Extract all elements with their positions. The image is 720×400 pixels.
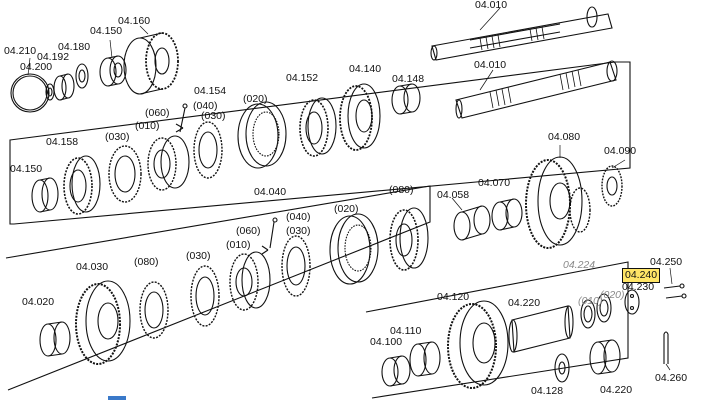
part-label-010-upper[interactable]: (010) [135, 120, 160, 132]
part-label-04-058[interactable]: 04.058 [437, 189, 470, 201]
gear-080-lower[interactable] [389, 207, 429, 271]
part-label-04-220-bottom[interactable]: 04.220 [600, 384, 633, 396]
ring-010-bottom[interactable] [580, 299, 596, 329]
main-shaft-lower[interactable] [455, 60, 618, 119]
leader-lines [27, 7, 673, 371]
needle-bearing-04-110[interactable] [409, 341, 441, 377]
part-label-04-250[interactable]: 04.250 [650, 256, 683, 268]
spring-060-lower[interactable] [261, 245, 269, 255]
bearing-04-192[interactable] [53, 73, 75, 101]
part-label-04-090[interactable]: 04.090 [604, 145, 637, 157]
part-label-04-148[interactable]: 04.148 [392, 73, 425, 85]
window-tab-indicator [108, 396, 126, 400]
part-label-04-020[interactable]: 04.020 [22, 296, 55, 308]
part-label-04-154[interactable]: 04.154 [194, 85, 227, 97]
part-label-04-150-top[interactable]: 04.150 [90, 25, 123, 37]
sync-ring-030-upper-b[interactable] [193, 121, 223, 179]
shaft-04-220[interactable] [508, 305, 574, 353]
gear-04-030[interactable] [75, 280, 131, 365]
part-label-04-200[interactable]: 04.200 [20, 61, 53, 73]
part-label-04-180[interactable]: 04.180 [58, 41, 91, 53]
gear-04-160[interactable] [123, 32, 179, 95]
part-label-040-lower[interactable]: (040) [286, 211, 311, 223]
bearing-04-150-top[interactable] [99, 55, 127, 87]
bearing-04-220-bottom[interactable] [589, 339, 621, 375]
part-label-04-110[interactable]: 04.110 [390, 325, 422, 337]
main-shaft-upper[interactable] [430, 6, 613, 61]
needle-bearing-04-070[interactable] [491, 198, 523, 231]
part-label-030-upper-b[interactable]: (030) [201, 110, 226, 122]
part-label-04-160[interactable]: 04.160 [118, 15, 151, 27]
pin-040-upper[interactable] [179, 103, 188, 133]
part-label-04-230[interactable]: 04.230 [622, 281, 655, 293]
bottom-band-outline [365, 261, 629, 399]
part-label-060-lower[interactable]: (060) [236, 225, 261, 237]
part-label-04-030[interactable]: 04.030 [76, 261, 109, 273]
washer-04-128[interactable] [554, 353, 570, 383]
part-label-020-lower[interactable]: (020) [334, 203, 359, 215]
gear-04-152[interactable] [299, 97, 337, 157]
part-label-010-lower[interactable]: (010) [226, 239, 251, 251]
part-label-04-120[interactable]: 04.120 [437, 291, 470, 303]
part-label-04-224[interactable]: 04.224 [563, 259, 596, 271]
needle-bearing-04-020[interactable] [39, 321, 71, 357]
part-label-030-upper[interactable]: (030) [105, 131, 130, 143]
part-label-04-080[interactable]: 04.080 [548, 131, 581, 143]
hub-010-lower[interactable] [229, 251, 271, 311]
part-label-04-140[interactable]: 04.140 [349, 63, 382, 75]
part-label-04-150-left[interactable]: 04.150 [10, 163, 43, 175]
part-label-010-bottom[interactable]: (010) [578, 295, 603, 307]
part-label-080-lower[interactable]: (080) [134, 256, 159, 268]
sync-ring-030-upper[interactable] [108, 145, 142, 203]
gear-04-090[interactable] [601, 165, 623, 207]
clip-04-260[interactable] [663, 331, 669, 364]
sync-ring-030-lower[interactable] [190, 265, 220, 327]
part-label-04-010-mid[interactable]: 04.010 [474, 59, 507, 71]
part-label-04-158[interactable]: 04.158 [46, 136, 79, 148]
gear-04-158[interactable] [63, 155, 101, 215]
snap-ring-04-210[interactable] [10, 73, 50, 113]
bearing-04-150-left[interactable] [31, 177, 59, 213]
part-label-04-070[interactable]: 04.070 [478, 177, 511, 189]
part-label-030-lower[interactable]: (030) [186, 250, 211, 262]
spring-060-upper[interactable] [175, 123, 184, 133]
part-label-04-100[interactable]: 04.100 [370, 336, 403, 348]
part-label-020-upper[interactable]: (020) [243, 93, 268, 105]
part-label-04-010-top[interactable]: 04.010 [475, 0, 508, 11]
part-label-04-128[interactable]: 04.128 [531, 385, 564, 397]
part-label-04-152[interactable]: 04.152 [286, 72, 319, 84]
gear-04-120[interactable] [447, 300, 509, 389]
bush-04-058[interactable] [453, 205, 491, 241]
part-label-04-220-top[interactable]: 04.220 [508, 297, 541, 309]
gear-04-080[interactable] [525, 156, 591, 249]
part-label-030-lower-b[interactable]: (030) [286, 225, 311, 237]
sync-ring-030-lower-b[interactable] [281, 235, 311, 297]
upper-band-outline [9, 61, 631, 225]
part-label-040-upper[interactable]: (040) [193, 100, 218, 112]
hub-010-upper[interactable] [147, 135, 190, 191]
bolts-04-250[interactable] [663, 283, 687, 299]
sleeve-020-lower[interactable] [329, 213, 379, 285]
ring-020-bottom[interactable] [596, 293, 612, 323]
part-label-04-210[interactable]: 04.210 [4, 45, 37, 57]
part-label-060-upper[interactable]: (060) [145, 107, 170, 119]
part-label-04-260[interactable]: 04.260 [655, 372, 688, 384]
part-label-080-mid[interactable]: (080) [389, 184, 414, 196]
needle-bearing-04-148[interactable] [391, 83, 421, 115]
plate-04-230[interactable] [624, 289, 640, 315]
part-label-04-040[interactable]: 04.040 [254, 186, 287, 198]
part-label-020-bottom[interactable]: (020) [600, 289, 625, 301]
ring-04-180[interactable] [75, 63, 89, 89]
sync-ring-080-lower[interactable] [139, 281, 169, 339]
gear-04-140[interactable] [339, 83, 381, 151]
sleeve-020-upper[interactable] [237, 101, 287, 169]
part-label-04-240-highlighted[interactable]: 04.240 [622, 268, 661, 283]
part-label-04-192[interactable]: 04.192 [37, 51, 70, 63]
lower-band-outline [5, 185, 431, 391]
pin-040-lower[interactable] [269, 217, 278, 249]
bearing-04-100[interactable] [381, 355, 411, 387]
